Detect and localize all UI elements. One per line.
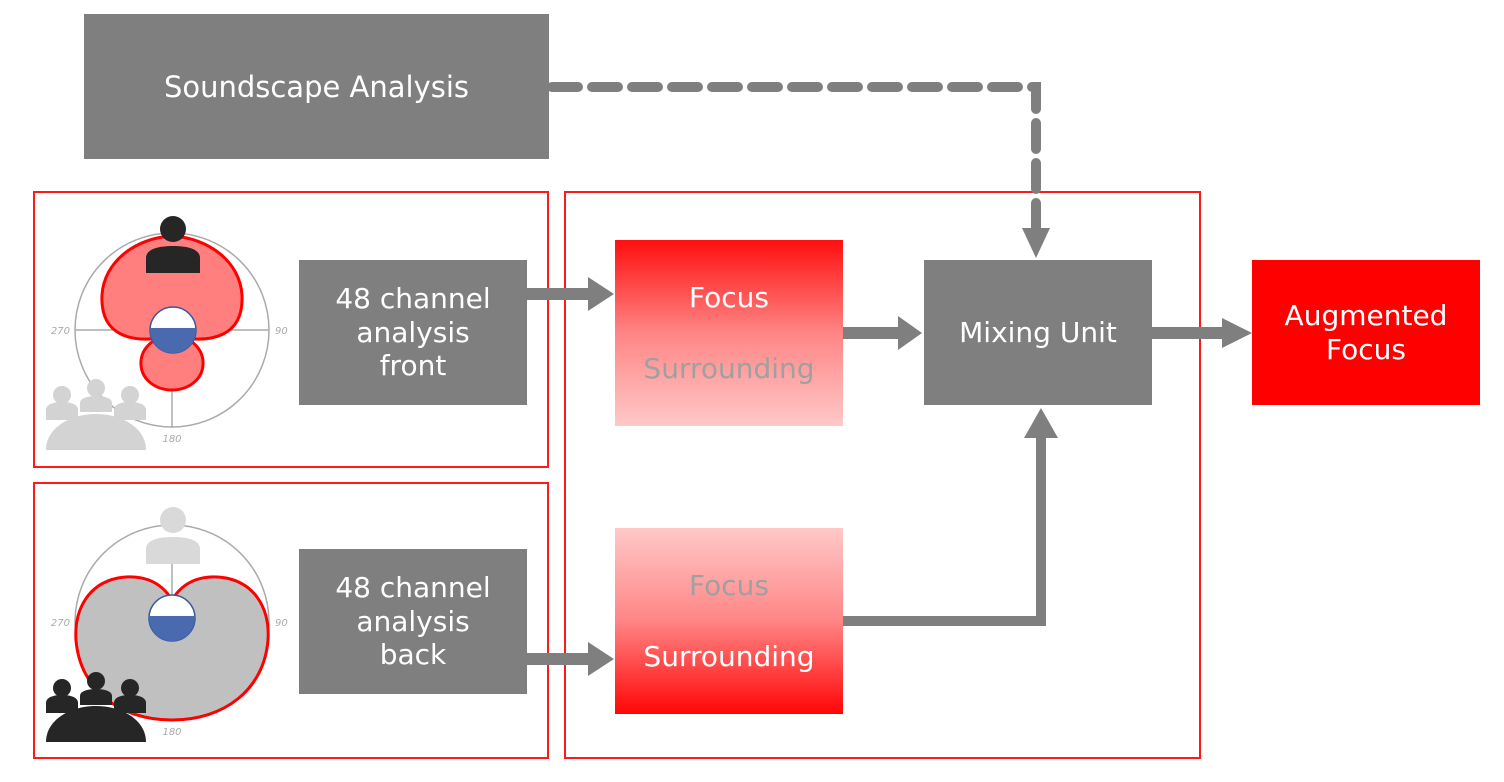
front-analysis-block: 48 channel analysis front: [299, 260, 527, 405]
surrounding-label-dimmed: Surrounding: [643, 352, 815, 385]
augmented-focus-block: Augmented Focus: [1252, 260, 1480, 405]
back-analysis-line-2: analysis: [356, 604, 470, 638]
audience-group-icon: [46, 379, 146, 450]
arrow-mixer-to-output-head: [1222, 318, 1252, 348]
arrow-surround-to-mixer-head: [1024, 408, 1058, 438]
arrow-back-to-surround-head: [588, 642, 614, 676]
processing-frame: [564, 191, 1201, 759]
arrow-front-to-focus-head: [588, 277, 614, 311]
soundscape-analysis-label: Soundscape Analysis: [163, 69, 470, 104]
arrow-mixer-to-output-shaft: [1152, 327, 1226, 339]
listener-head-icon: [148, 594, 196, 642]
focus-label-dimmed: Focus: [689, 569, 769, 602]
arrow-head-soundscape-to-mixer: [1022, 228, 1050, 258]
dashed-connector: [547, 82, 1041, 233]
back-polar-frame: [33, 482, 549, 759]
mixing-unit-label: Mixing Unit: [959, 316, 1117, 349]
person-icon: [146, 507, 200, 564]
augmented-focus-line-2: Focus: [1326, 332, 1406, 366]
arrow-focus-to-mixer-shaft: [843, 327, 901, 339]
front-polar-frame: [33, 191, 549, 468]
listener-head-icon: [149, 306, 197, 354]
angle-label-270: 270: [51, 326, 70, 337]
arrow-front-to-focus-shaft: [527, 288, 591, 300]
surrounding-emphasis-block: Focus Surrounding: [615, 528, 843, 714]
arrow-focus-to-mixer-head: [898, 316, 922, 350]
back-analysis-line-3: back: [379, 638, 447, 672]
arrow-back-to-surround-shaft: [527, 653, 591, 665]
angle-label-90: 90: [275, 618, 288, 629]
angle-label-180: 180: [162, 434, 181, 445]
back-analysis-line-1: 48 channel: [335, 571, 491, 605]
angle-label-270: 270: [51, 618, 70, 629]
rear-lobe: [139, 334, 205, 392]
mixing-unit-block: Mixing Unit: [924, 260, 1152, 405]
front-analysis-line-2: analysis: [356, 315, 470, 349]
back-analysis-block: 48 channel analysis back: [299, 549, 527, 694]
person-icon: [146, 216, 200, 273]
angle-label-90: 90: [275, 326, 288, 337]
audience-group-icon: [46, 672, 146, 742]
angle-label-180: 180: [162, 727, 181, 738]
soundscape-analysis-block: Soundscape Analysis: [84, 14, 549, 159]
connector-surround-to-mixer: [843, 435, 1046, 626]
focus-label-primary: Focus: [689, 281, 769, 314]
focus-emphasis-block: Focus Surrounding: [615, 240, 843, 426]
augmented-focus-line-1: Augmented: [1284, 298, 1448, 332]
front-analysis-line-1: 48 channel: [335, 282, 491, 316]
surrounding-label-primary: Surrounding: [643, 640, 815, 673]
front-analysis-line-3: front: [379, 349, 447, 383]
